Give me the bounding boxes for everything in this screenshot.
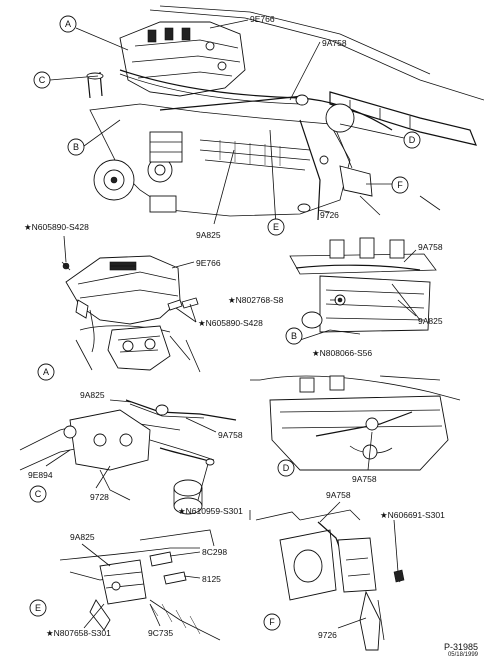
- figure-reference-number: P-31985: [443, 642, 478, 652]
- part-label-9a758-detail-d: 9A758: [352, 474, 377, 484]
- detail-b-illustration: [289, 237, 437, 341]
- part-label-9e766-detail-a: 9E766: [196, 258, 221, 268]
- callout-b-top: B: [67, 138, 85, 156]
- callout-a-detail-label: A: [43, 367, 49, 377]
- figure-reference-date: 05/18/1999: [447, 652, 478, 658]
- detail-a-illustration: [61, 255, 201, 373]
- callout-f-top-label: F: [397, 180, 403, 190]
- callout-c-detail: C: [29, 485, 47, 503]
- part-label-9a825-detail-c: 9A825: [80, 390, 105, 400]
- leader-lines: [45, 19, 417, 629]
- part-label-9e766-top: 9E766: [250, 14, 275, 24]
- callout-e-detail-label: E: [35, 603, 41, 613]
- part-label-9728-detail-c: 9728: [90, 492, 109, 502]
- detail-e-illustration: [59, 529, 221, 641]
- detail-frame-lines: [249, 379, 260, 520]
- part-label-9c735-detail-e: 9C735: [148, 628, 173, 638]
- part-label-9726-detail-f: 9726: [318, 630, 337, 640]
- part-label-9a825-top: 9A825: [196, 230, 221, 240]
- part-label-n802768-detail-b: ★N802768-S8: [228, 295, 284, 305]
- callout-d-top: D: [403, 131, 421, 149]
- callout-c-top: C: [33, 71, 51, 89]
- callout-a-top-label: A: [65, 19, 71, 29]
- part-label-9a758-detail-c: 9A758: [218, 430, 243, 440]
- part-label-n808066-detail-b: ★N808066-S56: [312, 348, 372, 358]
- callout-e-top-label: E: [273, 222, 279, 232]
- callout-b-detail-label: B: [291, 331, 297, 341]
- callout-d-detail-label: D: [283, 463, 290, 473]
- callout-b-detail: B: [285, 327, 303, 345]
- part-label-9a825-detail-e: 9A825: [70, 532, 95, 542]
- detail-c-illustration: [19, 399, 237, 515]
- detail-f-illustration: [255, 509, 405, 651]
- part-label-n605890-detail-a: ★N605890-S428: [198, 318, 263, 328]
- callout-c-top-label: C: [39, 75, 46, 85]
- callout-d-top-label: D: [409, 135, 416, 145]
- part-label-n606691-detail-f: ★N606691-S301: [380, 510, 445, 520]
- part-label-8125-detail-e: 8125: [202, 574, 221, 584]
- callout-f-detail: F: [263, 613, 281, 631]
- part-label-9e894-detail-c: 9E894: [28, 470, 53, 480]
- overview-engine-illustration: [86, 5, 484, 221]
- part-label-9a758-top: 9A758: [322, 38, 347, 48]
- figure-reference: P-31985 05/18/1999: [444, 642, 478, 658]
- callout-f-detail-label: F: [269, 617, 275, 627]
- part-label-9a758-detail-b: 9A758: [418, 242, 443, 252]
- part-label-8c298-detail-e: 8C298: [202, 547, 227, 557]
- callout-c-detail-label: C: [35, 489, 42, 499]
- part-label-9a825-detail-b: 9A825: [418, 316, 443, 326]
- callout-d-detail: D: [277, 459, 295, 477]
- callout-e-detail: E: [29, 599, 47, 617]
- part-label-n807658-detail-e: ★N807658-S301: [46, 628, 111, 638]
- callout-a-top: A: [59, 15, 77, 33]
- callout-a-detail: A: [37, 363, 55, 381]
- callout-b-top-label: B: [73, 142, 79, 152]
- part-label-n610959-detail-c: ★N610959-S301: [178, 506, 243, 516]
- callout-f-top: F: [391, 176, 409, 194]
- part-label-n605890-top: ★N605890-S428: [24, 222, 89, 232]
- callout-e-top: E: [267, 218, 285, 236]
- detail-d-illustration: [259, 375, 461, 471]
- part-label-9726-top: 9726: [320, 210, 339, 220]
- part-label-9a758-detail-f: 9A758: [326, 490, 351, 500]
